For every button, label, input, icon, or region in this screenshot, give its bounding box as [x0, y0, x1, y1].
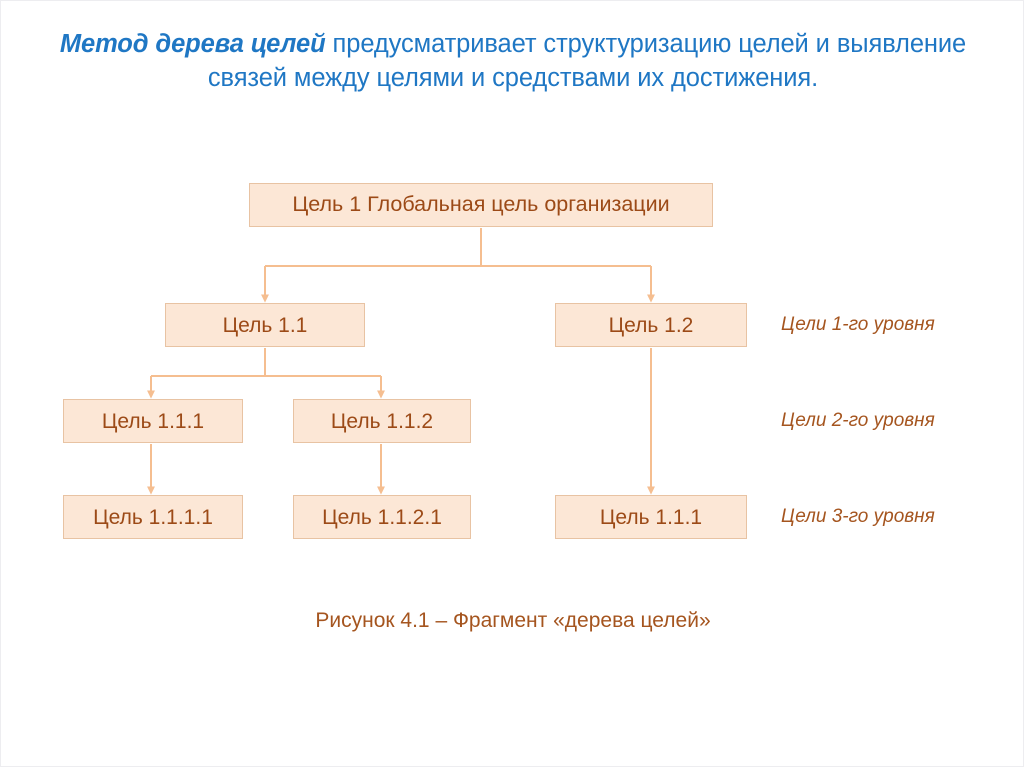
level-label-3: Цели 3-го уровня [781, 506, 935, 527]
goal-node-1-1-1[interactable]: Цель 1.1.1 [63, 399, 243, 443]
goal-node-1-1-1-1[interactable]: Цель 1.1.1.1 [63, 495, 243, 539]
goal-node-root[interactable]: Цель 1 Глобальная цель организации [249, 183, 713, 227]
level-label-2: Цели 2-го уровня [781, 410, 935, 431]
goal-node-1-1-2[interactable]: Цель 1.1.2 [293, 399, 471, 443]
page-title: Метод дерева целей предусматривает струк… [47, 27, 979, 95]
goal-node-1-1-2-1[interactable]: Цель 1.1.2.1 [293, 495, 471, 539]
goal-node-1-1[interactable]: Цель 1.1 [165, 303, 365, 347]
goal-node-1-2-1[interactable]: Цель 1.1.1 [555, 495, 747, 539]
goal-node-1-2[interactable]: Цель 1.2 [555, 303, 747, 347]
figure-caption: Рисунок 4.1 – Фрагмент «дерева целей» [315, 609, 711, 632]
page-title-emphasis: Метод дерева целей [59, 30, 326, 58]
page-title-rest: предусматривает структуризацию целей и в… [207, 30, 967, 92]
level-label-1: Цели 1-го уровня [781, 314, 935, 335]
